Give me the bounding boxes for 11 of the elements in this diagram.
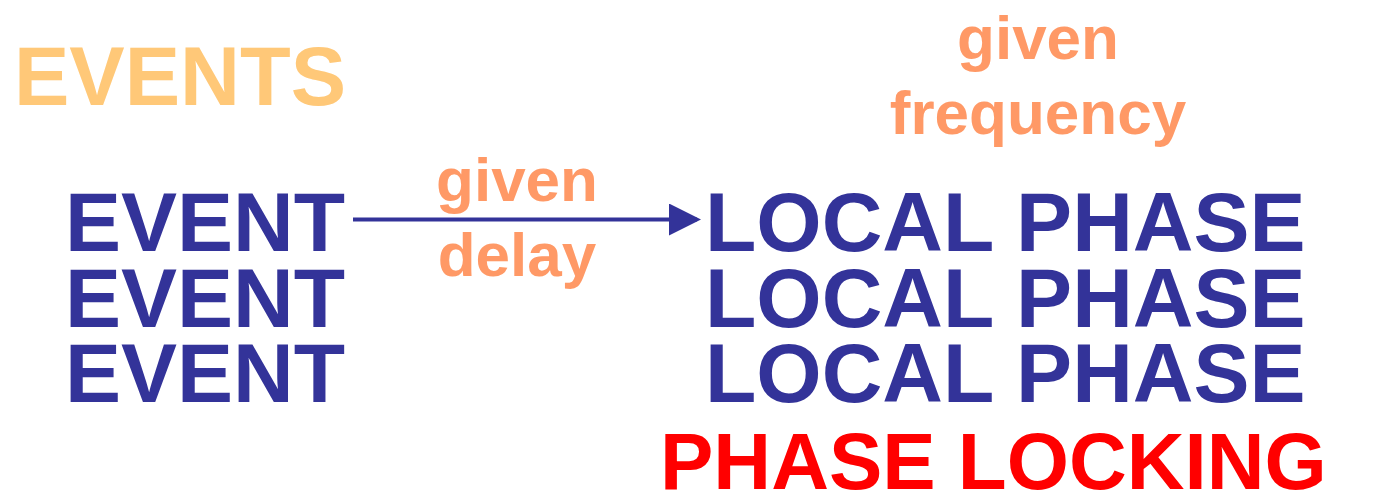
event-text: EVENT bbox=[65, 338, 346, 410]
arrow bbox=[353, 203, 701, 236]
node-text: LOCAL PHASE bbox=[705, 187, 1306, 259]
event-text: EVENT bbox=[65, 263, 346, 335]
note-text: given frequency bbox=[888, 2, 1188, 149]
phase-text: LOCAL PHASE bbox=[705, 263, 1306, 335]
heading-text: EVENTS bbox=[14, 42, 347, 113]
node-text: EVENT bbox=[65, 187, 346, 259]
conclusion-text: PHASE LOCKING bbox=[660, 428, 1327, 496]
edge-label: given delay bbox=[435, 144, 599, 291]
phase-text: LOCAL PHASE bbox=[705, 338, 1306, 410]
